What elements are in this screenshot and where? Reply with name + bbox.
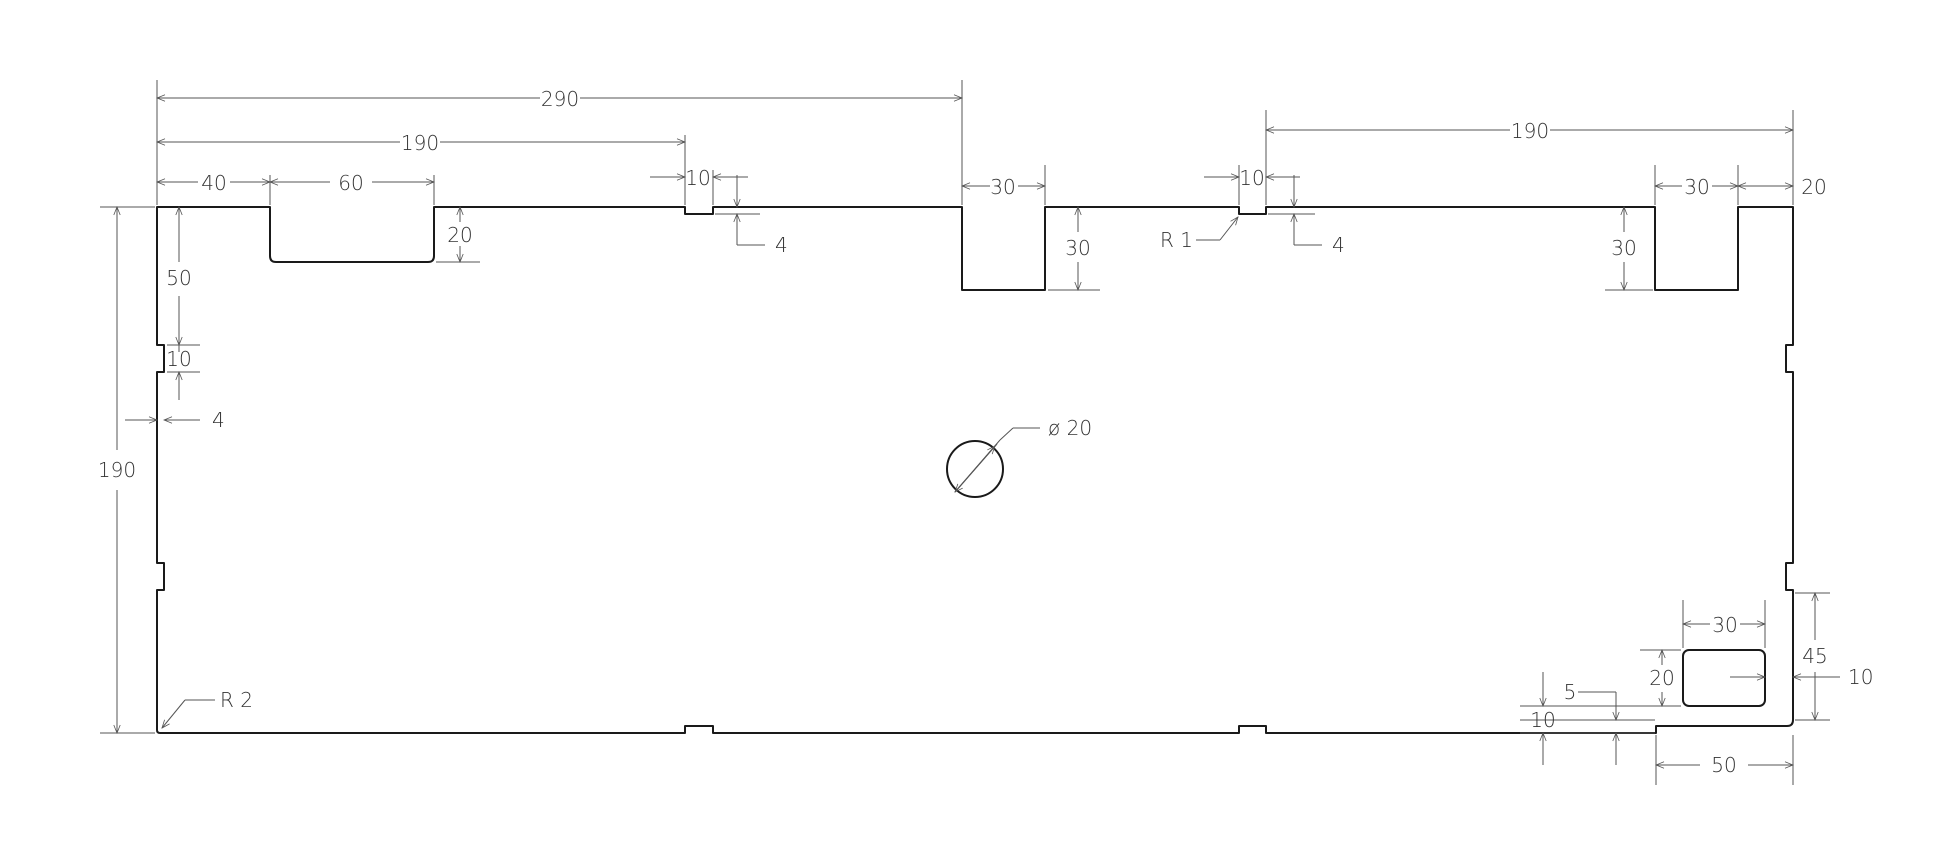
- dim-20-right: 20: [1801, 175, 1826, 199]
- dim-290: 290: [541, 87, 579, 111]
- dimension-lines: [117, 98, 1840, 765]
- dim-30-slot-b: 30: [1684, 175, 1709, 199]
- dim-10-left: 10: [166, 347, 191, 371]
- dim-30-rect: 30: [1712, 613, 1737, 637]
- dimension-labels: 290 190 190 40 60 10 30 10 30 20 4 4 20 …: [98, 87, 1874, 777]
- center-hole: [946, 440, 1004, 498]
- dim-50-bottom: 50: [1711, 753, 1736, 777]
- dim-30-slot-a-depth: 30: [1065, 236, 1090, 260]
- dim-r2: R 2: [220, 688, 253, 712]
- dim-20-pocket: 20: [447, 223, 472, 247]
- dim-45-right: 45: [1802, 644, 1827, 668]
- dim-190-vertical: 190: [98, 458, 136, 482]
- dim-60: 60: [338, 171, 363, 195]
- dim-4-left: 4: [212, 408, 225, 432]
- dim-30-slot-a: 30: [990, 175, 1015, 199]
- dim-190-right: 190: [1511, 119, 1549, 143]
- dim-10-top-b: 10: [1239, 166, 1264, 190]
- dim-5-bottom: 5: [1564, 680, 1577, 704]
- dim-30-slot-b-depth: 30: [1611, 236, 1636, 260]
- dim-50-left: 50: [166, 266, 191, 290]
- dim-10-right: 10: [1848, 665, 1873, 689]
- dim-20-rect: 20: [1649, 666, 1674, 690]
- dim-hole-diameter: ø 20: [1048, 416, 1092, 440]
- rect-cutout: [1682, 649, 1766, 707]
- dim-4-notch-a: 4: [775, 233, 788, 257]
- dim-r1: R 1: [1160, 228, 1193, 252]
- dim-10-bottom: 10: [1530, 708, 1555, 732]
- dim-40: 40: [201, 171, 226, 195]
- dim-190-left: 190: [401, 131, 439, 155]
- dim-10-top-a: 10: [685, 166, 710, 190]
- dim-4-notch-b: 4: [1332, 233, 1345, 257]
- part-outline: [156, 206, 1794, 734]
